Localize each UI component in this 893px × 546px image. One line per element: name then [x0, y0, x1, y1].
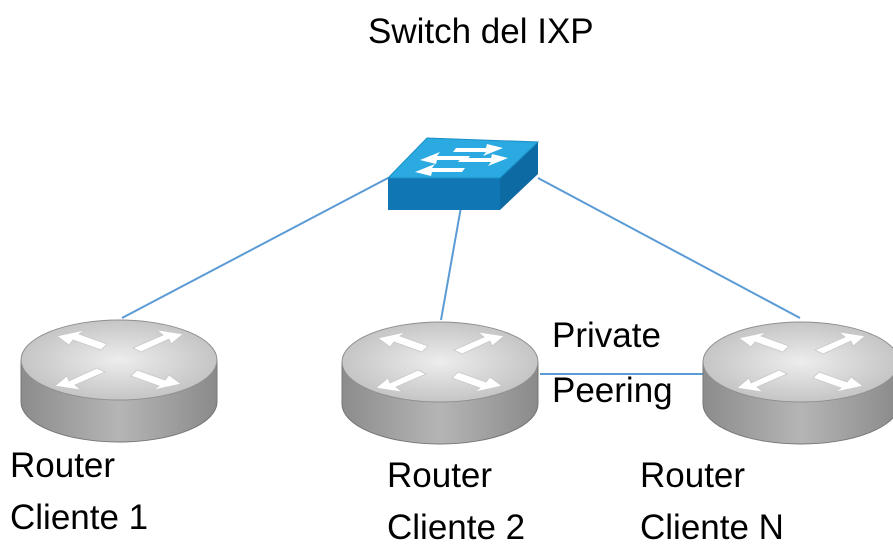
- routerN-label-line1: Router: [640, 456, 746, 495]
- link-switch-router1: [121, 177, 389, 319]
- router1-label-line1: Router: [10, 446, 116, 485]
- links: [121, 177, 801, 375]
- routerN-label-line2: Cliente N: [640, 508, 784, 546]
- private-peering-label-line1: Private: [552, 316, 661, 355]
- link-switch-router2: [440, 206, 462, 321]
- router-icon: [702, 321, 893, 445]
- link-switch-routerN: [537, 177, 801, 319]
- router2-label-line2: Cliente 2: [387, 508, 526, 546]
- switch-title: Switch del IXP: [368, 12, 594, 51]
- router1-label-line2: Cliente 1: [10, 498, 149, 537]
- private-peering-label-line2: Peering: [552, 371, 673, 410]
- router2-label-line1: Router: [387, 456, 493, 495]
- router-icon: [341, 321, 539, 445]
- router-icon: [20, 319, 218, 443]
- switch-icon: [386, 137, 540, 210]
